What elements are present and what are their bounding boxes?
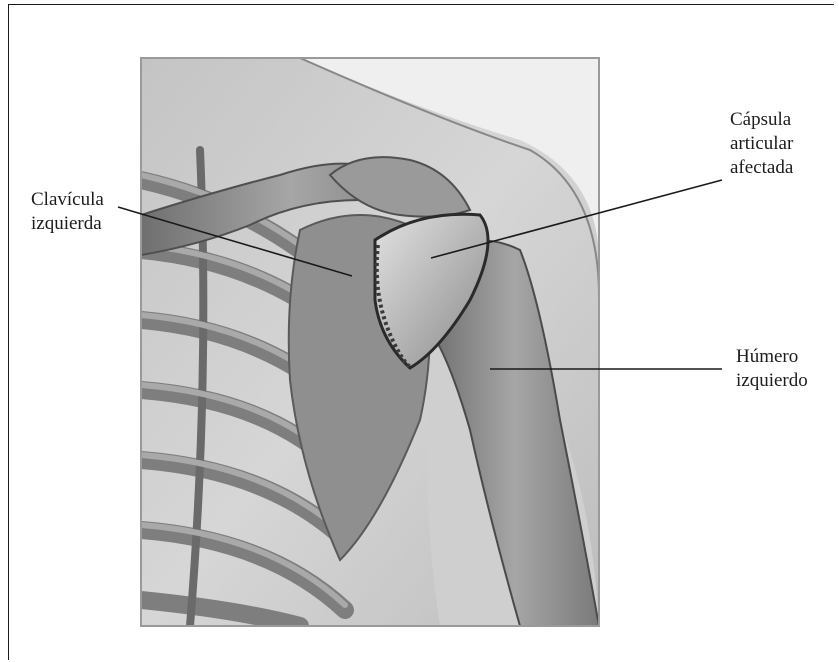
clavicle-label-line1: Clavícula (31, 188, 104, 212)
capsule-label-line2: articular (730, 132, 793, 156)
capsule-label-line1: Cápsula (730, 108, 793, 132)
capsule-label-line3: afectada (730, 156, 793, 180)
capsule-label: Cápsula articular afectada (730, 108, 793, 180)
clavicle-label: Clavícula izquierda (31, 188, 104, 236)
humerus-label: Húmero izquierdo (736, 345, 808, 393)
clavicle-label-line2: izquierda (31, 212, 104, 236)
humerus-label-line1: Húmero (736, 345, 808, 369)
anatomy-image (141, 58, 599, 626)
humerus-label-line2: izquierdo (736, 369, 808, 393)
